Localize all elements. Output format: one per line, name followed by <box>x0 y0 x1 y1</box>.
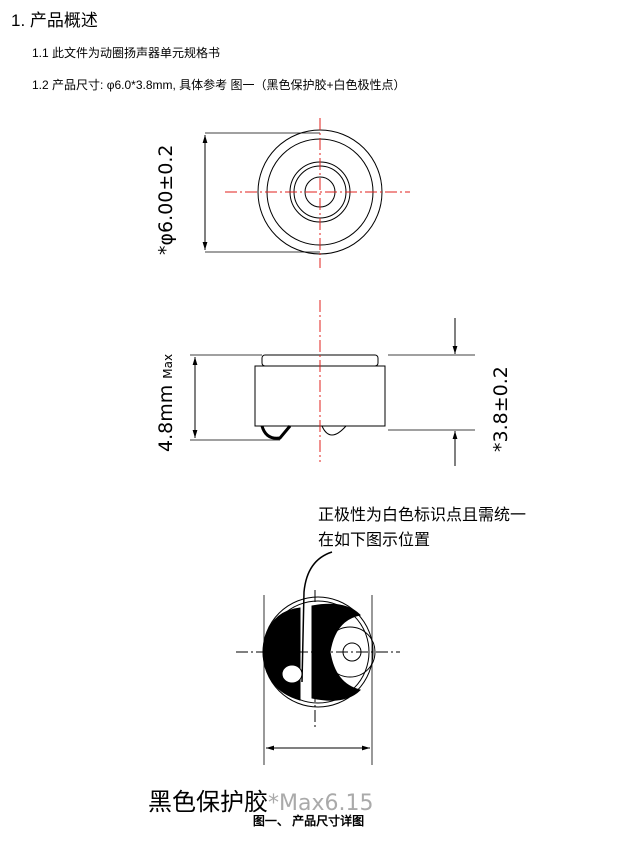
bottom-view <box>236 551 400 765</box>
polarity-note-line2: 在如下图示位置 <box>318 530 430 549</box>
paragraph-1-1: 1.1 此文件为动圈扬声器单元规格书 <box>32 44 220 61</box>
glue-dimension: *Max6.15 <box>268 791 374 816</box>
thickness-dimension: *3.8±0.2 <box>490 366 512 452</box>
side-view <box>190 300 475 466</box>
item-text: 此文件为动圈扬声器单元规格书 <box>52 46 221 60</box>
paragraph-1-2: 1.2 产品尺寸: φ6.0*3.8mm, 具体参考 图一（黑色保护胶+白色极性… <box>32 76 406 93</box>
item-text: 产品尺寸: φ6.0*3.8mm, 具体参考 图一（黑色保护胶+白色极性点） <box>52 78 406 92</box>
diameter-dimension: *φ6.00±0.2 <box>155 145 177 255</box>
glue-label: 黑色保护胶*Max6.15 <box>148 788 374 816</box>
height-dimension: 4.8mmMax <box>155 354 177 452</box>
section-heading: 1. 产品概述 <box>11 11 98 30</box>
item-number: 1.1 <box>32 46 49 60</box>
polarity-note-line1: 正极性为白色标识点且需统一 <box>318 505 526 524</box>
top-view <box>202 118 410 268</box>
item-number: 1.2 <box>32 78 49 92</box>
figure-caption: 图一、 产品尺寸详图 <box>252 814 365 828</box>
